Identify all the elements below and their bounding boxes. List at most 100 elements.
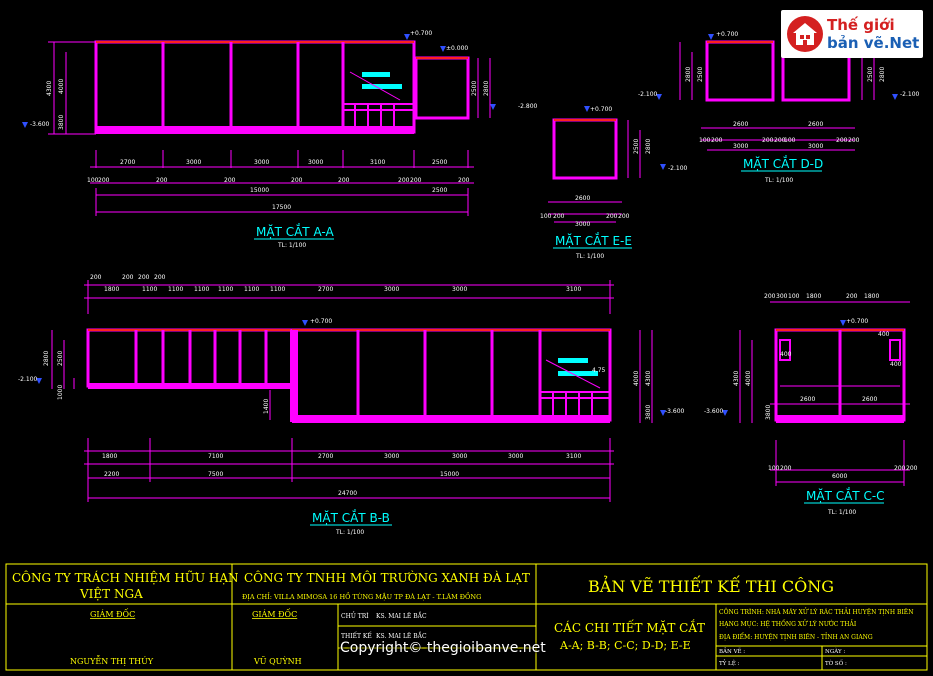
dim-bb-slope: 4.75 xyxy=(592,367,606,374)
section-ee-title: MẶT CẮT E-E xyxy=(555,232,632,248)
dim-dd-s2: 200 xyxy=(711,137,723,144)
dim-cc-t1: 200 xyxy=(764,293,776,300)
dim-bb-b5: 3000 xyxy=(452,453,467,460)
dim-bb-b1: 1800 xyxy=(102,453,117,460)
dim-bb-t11: 3000 xyxy=(452,286,467,293)
dim-bb-b7: 3100 xyxy=(566,453,581,460)
dim-bb-b2: 7100 xyxy=(208,453,223,460)
dim-aa-total: 17500 xyxy=(272,204,291,211)
dim-ee-2: 3000 xyxy=(575,221,590,228)
dim-bb-t5: 1100 xyxy=(218,286,233,293)
dim-cc-l1: 4300 xyxy=(733,371,740,386)
dim-aa-2: 3000 xyxy=(186,159,201,166)
section-ee-scale: TL: 1/100 xyxy=(575,253,604,260)
dim-bb-ts1: 200 xyxy=(90,274,102,281)
section-ee: 2600 3000 100 200 200 200 2500 2800 +0.7… xyxy=(540,106,688,260)
dim-aa-m5: 200 xyxy=(291,177,303,184)
level-ee-2: -2.100 xyxy=(668,165,688,172)
dim-aa-l2: 4000 xyxy=(58,79,65,94)
dim-cc-t4: 1800 xyxy=(806,293,821,300)
dim-aa-m9: 200 xyxy=(458,177,470,184)
dim-dd-s3: 200 xyxy=(762,137,774,144)
dim-dd-s6: 200 xyxy=(836,137,848,144)
director-label-1: GIÁM ĐỐC xyxy=(90,609,135,619)
company2-name: CÔNG TY TNHH MÔI TRƯỜNG XANH ĐÀ LẠT xyxy=(244,569,530,585)
dim-bb-ts2: 200 xyxy=(122,274,134,281)
role-2-label: THIẾT KẾ xyxy=(341,632,372,640)
dim-bb-r2: 4300 xyxy=(645,371,652,386)
dim-dd-s7: 200 xyxy=(848,137,860,144)
dim-bb-ts3: 200 xyxy=(138,274,150,281)
dim-bb-t12: 3100 xyxy=(566,286,581,293)
dim-bb-total: 24700 xyxy=(338,490,357,497)
level-bb-1: +0.700 xyxy=(310,318,332,325)
dim-bb-t7: 1100 xyxy=(270,286,285,293)
dim-aa-l1: 4300 xyxy=(46,81,53,96)
dim-cc-b1: 2600 xyxy=(800,396,815,403)
level-dd-3: -2.100 xyxy=(900,91,920,98)
director-label-2: GIÁM ĐỐC xyxy=(252,609,297,619)
section-dd-scale: TL: 1/100 xyxy=(764,177,793,184)
dim-cc-s1: 100 xyxy=(768,465,780,472)
dim-ee-r1: 2500 xyxy=(633,139,640,154)
level-aa-2: ±0.000 xyxy=(446,45,468,52)
level-bb-2: -2.100 xyxy=(18,376,38,383)
dim-bb-t9: 2700 xyxy=(318,286,333,293)
dim-bb-l3: 1000 xyxy=(57,385,64,400)
dim-cc-i2: 400 xyxy=(878,331,890,338)
level-aa-4: -2.800 xyxy=(518,103,538,110)
section-dd-title: MẶT CẮT D-D xyxy=(743,155,823,171)
director-name-2: VŨ QUỲNH xyxy=(253,657,302,666)
dim-ee-s1: 100 xyxy=(540,213,552,220)
dim-cc-t3: 100 xyxy=(788,293,800,300)
dim-cc-l2: 4000 xyxy=(745,371,752,386)
field-date: NGÀY : xyxy=(825,648,845,655)
section-cc: 200 300 100 1800 200 1800 400 400 400 26… xyxy=(704,293,918,516)
dim-dd-1: 2600 xyxy=(733,121,748,128)
dim-dd-s5: 100 xyxy=(784,137,796,144)
level-aa-1: +0.700 xyxy=(410,30,432,37)
dim-cc-b3: 6000 xyxy=(832,473,847,480)
company1-name: CÔNG TY TRÁCH NHIỆM HỮU HẠN xyxy=(12,569,239,585)
dim-dd-s1: 100 xyxy=(699,137,711,144)
dim-dd-r2: 2800 xyxy=(879,67,886,82)
dim-dd-l2: 2500 xyxy=(697,67,704,82)
role-2-name: KS. MAI LÊ BẮC xyxy=(376,632,427,640)
project-line-1: CÔNG TRÌNH: NHÀ MÁY XỬ LÝ RÁC THẢI HUYỆN… xyxy=(719,608,913,616)
dim-aa-m6: 200 xyxy=(338,177,350,184)
dim-aa-r2: 2800 xyxy=(483,81,490,96)
dim-bb-r3: 3800 xyxy=(645,405,652,420)
dim-ee-1: 2600 xyxy=(575,195,590,202)
house-icon xyxy=(787,16,823,52)
section-aa-scale: TL: 1/100 xyxy=(277,242,306,249)
dim-dd-l1: 2800 xyxy=(685,67,692,82)
site-logo[interactable]: Thế giới bản vẽ.Net xyxy=(781,10,923,58)
dim-cc-s2: 200 xyxy=(780,465,792,472)
role-1-label: CHỦ TRÌ xyxy=(341,612,369,620)
dim-aa-6: 2500 xyxy=(432,159,447,166)
dim-aa-m2: 200 xyxy=(98,177,110,184)
logo-text-1: Thế giới xyxy=(827,16,895,34)
dim-ee-s3: 200 xyxy=(606,213,618,220)
project-line-3: ĐỊA ĐIỂM: HUYỆN TỊNH BIÊN - TỈNH AN GIAN… xyxy=(719,633,873,641)
level-dd-1: +0.700 xyxy=(716,31,738,38)
dim-aa-l3: 3800 xyxy=(58,115,65,130)
dim-bb-b4: 3000 xyxy=(384,453,399,460)
dim-aa-m4: 200 xyxy=(224,177,236,184)
dim-bb-t4: 1100 xyxy=(194,286,209,293)
sheet-title: CÁC CHI TIẾT MẶT CẮT xyxy=(554,618,705,635)
logo-text-2: bản vẽ.Net xyxy=(827,34,920,52)
section-cc-title: MẶT CẮT C-C xyxy=(806,487,885,503)
drawing-title: BẢN VẼ THIẾT KẾ THI CÔNG xyxy=(588,574,834,596)
dim-cc-t2: 300 xyxy=(776,293,788,300)
dim-cc-s4: 200 xyxy=(906,465,918,472)
dim-aa-m3: 200 xyxy=(156,177,168,184)
dim-ee-s2: 200 xyxy=(553,213,565,220)
dim-aa-m8: 200 xyxy=(410,177,422,184)
dim-bb-t10: 3000 xyxy=(384,286,399,293)
dim-dd-sum2: 3000 xyxy=(808,143,823,150)
dim-bb-l1: 2800 xyxy=(43,351,50,366)
dim-cc-b2: 2600 xyxy=(862,396,877,403)
dim-bb-l2: 2500 xyxy=(57,351,64,366)
